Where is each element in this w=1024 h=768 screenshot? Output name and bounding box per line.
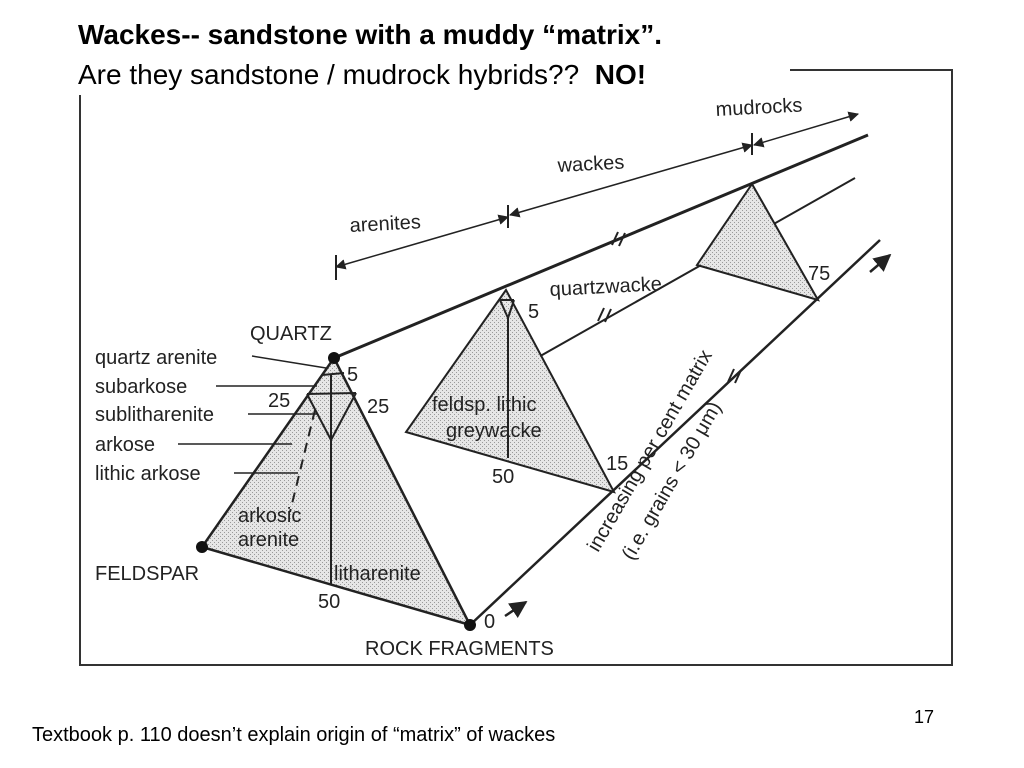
class-label-subarkose: subarkose <box>95 376 187 398</box>
number-50-bottom: 50 <box>318 591 340 613</box>
label-wackes: wackes <box>556 152 625 178</box>
arenite-subdivisions <box>289 372 357 585</box>
number-5-arenite: 5 <box>347 364 358 386</box>
axis-arrow <box>869 253 892 273</box>
class-label-arenite: arenite <box>238 529 299 551</box>
footnote: Textbook p. 110 doesn’t explain origin o… <box>32 724 556 746</box>
feldspar-vertex-dot <box>196 541 208 553</box>
wacke-subdivisions <box>499 299 515 458</box>
number-5-wacke: 5 <box>528 301 539 323</box>
title-definition: -- sandstone with a muddy “matrix”. <box>181 19 662 50</box>
number-50-mid: 50 <box>492 466 514 488</box>
number-25-right: 25 <box>367 396 389 418</box>
mudrock-triangle <box>695 182 821 302</box>
slide-number: 17 <box>914 707 935 727</box>
class-label-arkosic: arkosic <box>238 505 301 527</box>
quartz-vertex-dot <box>328 352 340 364</box>
base-rail <box>469 239 881 626</box>
class-label-sublitharenite: sublitharenite <box>95 404 214 426</box>
label-arenites: arenites <box>349 211 421 237</box>
break-marks <box>597 231 742 384</box>
arenite-triangle <box>199 355 473 628</box>
rock-fragments-vertex-dot <box>464 619 476 631</box>
title-question: Are they sandstone / mudrock hybrids?? <box>78 59 580 90</box>
label-mudrocks: mudrocks <box>715 94 803 121</box>
class-label-arkose: arkose <box>95 434 155 456</box>
vertex-label-quartz: QUARTZ <box>250 323 332 345</box>
class-label-quartz-arenite: quartz arenite <box>95 347 217 369</box>
class-label-lithic-arkose: lithic arkose <box>95 463 201 485</box>
rock-fragments-arrow <box>504 600 528 619</box>
number-0: 0 <box>484 611 495 633</box>
vertex-label-rock-fragments: ROCK FRAGMENTS <box>365 638 554 660</box>
class-label-greywacke: greywacke <box>446 420 542 442</box>
vertex-label-feldspar: FELDSPAR <box>95 563 199 585</box>
mudrocks-range-arrow <box>752 111 860 148</box>
number-15: 15 <box>606 453 628 475</box>
title-answer: NO! <box>594 59 647 90</box>
number-75: 75 <box>808 263 830 285</box>
class-leader-lines <box>178 355 327 474</box>
quartz-rail <box>333 133 869 360</box>
wackes-range-arrow <box>508 142 754 218</box>
number-25-left: 25 <box>268 390 290 412</box>
range-tick-marks <box>335 133 753 280</box>
slide-title-line2: Are they sandstone / mudrock hybrids?? N… <box>78 58 646 92</box>
diagram-frame <box>79 69 953 666</box>
slide-title-line1: Wackes-- sandstone with a muddy “matrix”… <box>78 18 662 52</box>
arenites-range-arrow <box>334 214 510 270</box>
wacke-triangle <box>404 288 616 494</box>
title-term-wackes: Wackes <box>78 19 182 50</box>
class-label-feldsp-lithic: feldsp. lithic <box>432 394 537 416</box>
class-label-litharenite: litharenite <box>334 563 421 585</box>
